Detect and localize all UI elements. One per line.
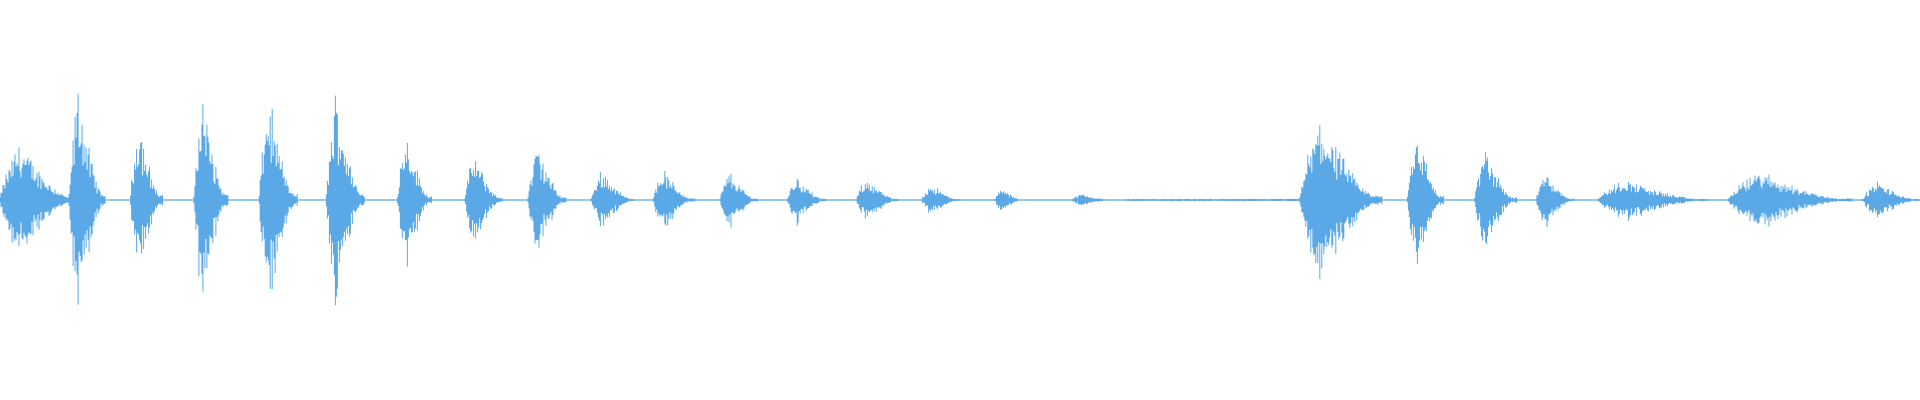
waveform-segment	[921, 188, 961, 213]
waveform-segment	[1596, 181, 1709, 221]
waveform-segment	[527, 154, 567, 248]
waveform-segment	[1299, 125, 1383, 280]
waveform-segment-trace	[1126, 198, 1300, 202]
waveform-segment-trace	[527, 154, 567, 248]
waveform-segment	[786, 178, 826, 226]
waveform-segment	[1727, 174, 1853, 227]
waveform-segment	[464, 161, 504, 239]
waveform-segment	[1406, 145, 1444, 264]
waveform-segment-trace	[1596, 181, 1709, 221]
waveform-segment-trace	[396, 143, 432, 267]
waveform-segment	[1070, 194, 1114, 206]
waveform-segment-trace	[1474, 152, 1518, 245]
waveform-segment	[396, 143, 432, 267]
waveform-segment	[130, 142, 164, 254]
waveform-segment-trace	[258, 109, 298, 290]
waveform-segment	[1126, 198, 1300, 202]
waveform-segment	[0, 147, 77, 247]
waveform-segment-trace	[1727, 174, 1853, 227]
waveform-segment-trace	[1070, 194, 1114, 206]
waveform-segment	[258, 109, 298, 290]
waveform-segment-trace	[68, 93, 106, 305]
waveform-segment	[1861, 181, 1920, 218]
waveform-bars	[0, 93, 1920, 306]
waveform-segment	[855, 183, 899, 219]
waveform-segment-trace	[1861, 181, 1920, 218]
waveform-segment-trace	[130, 142, 164, 254]
waveform-segment-trace	[590, 172, 634, 227]
waveform-segment	[1535, 177, 1575, 227]
waveform-segment	[325, 95, 365, 306]
waveform-segment-trace	[719, 173, 759, 228]
waveform-segment-trace	[1535, 177, 1575, 227]
waveform-segment-trace	[994, 190, 1024, 210]
waveform-segment-trace	[1299, 125, 1383, 280]
waveform-segment	[719, 173, 759, 228]
waveform-segment-trace	[325, 95, 365, 306]
waveform-segment	[1474, 152, 1518, 245]
waveform-segment	[193, 104, 229, 292]
waveform-segment-trace	[0, 147, 77, 247]
waveform-segment-trace	[786, 178, 826, 226]
waveform-segment-trace	[193, 104, 229, 292]
waveform-segment-trace	[464, 161, 504, 239]
waveform-segment	[590, 172, 634, 227]
waveform-segment-trace	[1406, 145, 1444, 264]
waveform-segment-trace	[855, 183, 899, 219]
waveform-segment	[68, 93, 106, 305]
waveform-segment	[994, 190, 1024, 210]
waveform-segment-trace	[921, 188, 961, 213]
waveform-segment	[652, 170, 696, 226]
waveform-segment-trace	[652, 170, 696, 226]
